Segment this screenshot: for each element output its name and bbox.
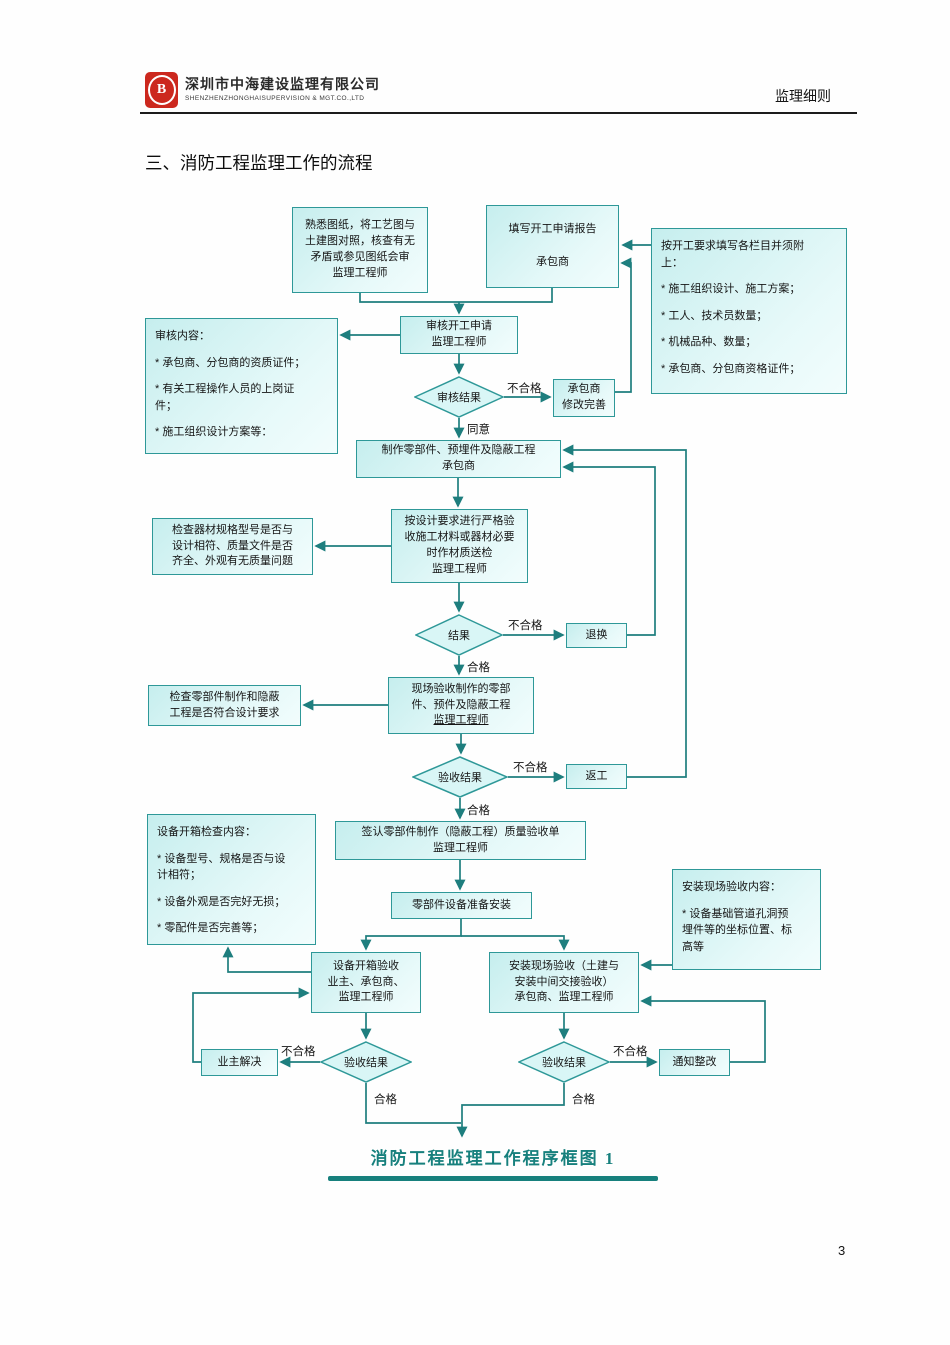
node-site-accept: 现场验收制作的零部 件、预件及隐蔽工程 监理工程师: [388, 677, 534, 734]
logo-letter: B: [156, 82, 167, 97]
label-fail-result: 不合格: [508, 620, 543, 632]
caption-underline-bar: [328, 1176, 658, 1181]
node-install-content: 安装现场验收内容： * 设备基础管道孔洞预 埋件等的坐标位置、标 高等: [672, 869, 821, 970]
install-content-line: 安装现场验收内容：: [682, 881, 781, 893]
edge-prepare-unbox: [360, 919, 462, 951]
diamond-shape: [320, 1041, 412, 1083]
decision-result-text: 结果: [448, 630, 470, 642]
company-name-en: SHENZHENZHONGHAISUPERVISION & MGT.CO.,LT…: [185, 95, 365, 102]
node-inspect-materials-text: 按设计要求进行严格验 收施工材料或器材必要 时作材质送检 监理工程师: [404, 515, 515, 575]
node-modify: 承包商 修改完善: [553, 379, 615, 417]
requirements-line: * 机械品种、数量；: [661, 336, 757, 348]
node-rework-text: 返工: [585, 769, 608, 782]
label-agree: 同意: [467, 424, 490, 436]
node-apply: 填写开工申请报告 承包商: [486, 205, 619, 288]
logo-ring-icon: B: [147, 75, 176, 105]
label-pass-install: 合格: [572, 1094, 595, 1106]
node-site-accept-role: 监理工程师: [433, 714, 489, 727]
decision-review-result-text: 审核结果: [437, 392, 481, 404]
node-modify-text: 承包商 修改完善: [562, 383, 606, 411]
header-rule: [140, 112, 857, 114]
decision-result: 结果: [415, 614, 503, 656]
section-title: 三、消防工程监理工作的流程: [145, 153, 373, 173]
node-unbox-content: 设备开箱检查内容： * 设备型号、规格是否与设 计相符； * 设备外观是否完好无…: [147, 814, 316, 945]
node-check-parts: 检查零部件制作和隐蔽 工程是否符合设计要求: [148, 685, 301, 726]
node-site-accept-text: 现场验收制作的零部 件、预件及隐蔽工程: [411, 682, 511, 711]
node-check-parts-text: 检查零部件制作和隐蔽 工程是否符合设计要求: [169, 690, 280, 719]
node-prepare-install-text: 零部件设备准备安装: [412, 898, 511, 911]
decision-install-result-text: 验收结果: [542, 1057, 586, 1069]
label-fail-accept: 不合格: [513, 762, 548, 774]
node-prepare-install: 零部件设备准备安装: [391, 892, 532, 919]
node-notify-rectify: 通知整改: [659, 1049, 730, 1076]
edge-unbox-content: [222, 946, 311, 973]
requirements-line: * 施工组织设计、施工方案；: [661, 283, 801, 295]
edge-exchange-fabricate: [562, 461, 656, 636]
review-content-line: * 施工组织设计方案等：: [155, 426, 273, 438]
edge-d5-final: [456, 1083, 565, 1138]
node-check-specs-text: 检查器材规格型号是否与 设计相符、质量文件是否 齐全、外观有无质量问题: [172, 523, 293, 568]
node-owner-solve-text: 业主解决: [217, 1055, 262, 1068]
node-check-specs: 检查器材规格型号是否与 设计相符、质量文件是否 齐全、外观有无质量问题: [152, 518, 313, 575]
requirements-line: * 工人、技术员数量；: [661, 309, 768, 322]
node-unbox-accept: 设备开箱验收 业主、承包商、 监理工程师: [311, 952, 421, 1013]
label-fail-install: 不合格: [613, 1046, 648, 1058]
node-notify-rectify-text: 通知整改: [672, 1055, 717, 1068]
node-unbox-accept-text: 设备开箱验收 业主、承包商、 监理工程师: [327, 959, 405, 1004]
doc-type-label: 监理细则: [775, 90, 831, 105]
flowchart-caption: 消防工程监理工作程序框图 1: [370, 1149, 616, 1168]
node-sign-text: 签认零部件制作（隐蔽工程）质量验收单 监理工程师: [361, 825, 560, 854]
node-familiarize: 熟悉图纸，将工艺图与 土建图对照，核查有无 矛盾或参见图纸会审 监理工程师: [292, 207, 428, 293]
decision-unbox-result-text: 验收结果: [344, 1057, 388, 1069]
review-content-line: 审核内容：: [155, 330, 210, 342]
label-pass-accept: 合格: [467, 805, 490, 817]
company-name: 深圳市中海建设监理有限公司: [185, 76, 380, 92]
decision-unbox-result: 验收结果: [320, 1041, 412, 1083]
node-site-install-accept-text: 安装现场验收（土建与 安装中间交接验收） 承包商、监理工程师: [509, 959, 619, 1004]
install-content-line: * 设备基础管道孔洞预 埋件等的坐标位置、标 高等: [682, 907, 792, 953]
node-review-content: 审核内容： * 承包商、分包商的资质证件； * 有关工程操作人员的上岗证 件； …: [145, 318, 338, 454]
decision-accept-result-text: 验收结果: [438, 772, 482, 784]
node-fabricate: 制作零部件、预埋件及隐蔽工程 承包商: [356, 440, 561, 478]
decision-accept-result: 验收结果: [412, 756, 508, 798]
node-site-install-accept: 安装现场验收（土建与 安装中间交接验收） 承包商、监理工程师: [489, 952, 639, 1013]
decision-install-result: 验收结果: [518, 1041, 610, 1083]
node-inspect-materials: 按设计要求进行严格验 收施工材料或器材必要 时作材质送检 监理工程师: [391, 509, 528, 583]
node-review-apply-text: 审核开工申请 监理工程师: [426, 320, 492, 348]
node-sign: 签认零部件制作（隐蔽工程）质量验收单 监理工程师: [335, 821, 586, 860]
decision-review-result: 审核结果: [414, 376, 504, 418]
company-block: 深圳市中海建设监理有限公司 SHENZHENZHONGHAISUPERVISIO…: [185, 74, 380, 102]
review-content-line: * 承包商、分包商的资质证件；: [155, 356, 306, 369]
label-pass-unbox: 合格: [374, 1094, 397, 1106]
diamond-shape: [414, 376, 504, 418]
diamond-shape: [415, 614, 503, 656]
unbox-content-line: * 零配件是否完善等；: [157, 922, 264, 934]
node-requirements: 按开工要求填写各栏目并须附 上： * 施工组织设计、施工方案； * 工人、技术员…: [651, 228, 847, 394]
page-number: 3: [838, 1243, 846, 1258]
label-fail-review: 不合格: [507, 383, 542, 395]
node-exchange: 退换: [566, 623, 627, 648]
label-pass-result: 合格: [467, 662, 490, 674]
review-content-line: * 有关工程操作人员的上岗证 件；: [155, 383, 295, 412]
unbox-content-line: 设备开箱检查内容：: [157, 826, 256, 838]
node-exchange-text: 退换: [585, 628, 608, 641]
requirements-line: 按开工要求填写各栏目并须附 上：: [661, 240, 804, 269]
edge-prepare-install: [461, 935, 570, 951]
diamond-shape: [412, 756, 508, 798]
edge-rework-fabricate: [562, 444, 687, 778]
requirements-line: * 承包商、分包商资格证件；: [661, 362, 801, 375]
node-review-apply: 审核开工申请 监理工程师: [400, 316, 518, 354]
node-owner-solve: 业主解决: [201, 1049, 278, 1076]
node-rework: 返工: [566, 764, 627, 789]
unbox-content-line: * 设备外观是否完好无损；: [157, 895, 286, 908]
label-fail-unbox: 不合格: [281, 1046, 316, 1058]
diamond-shape: [518, 1041, 610, 1083]
unbox-content-line: * 设备型号、规格是否与设 计相符；: [157, 852, 286, 882]
node-familiarize-text: 熟悉图纸，将工艺图与 土建图对照，核查有无 矛盾或参见图纸会审 监理工程师: [305, 219, 415, 279]
node-apply-line2: 承包商: [536, 255, 569, 268]
node-fabricate-text: 制作零部件、预埋件及隐蔽工程 承包商: [381, 444, 536, 472]
node-apply-line1: 填写开工申请报告: [508, 223, 597, 236]
company-logo: B: [145, 72, 178, 108]
